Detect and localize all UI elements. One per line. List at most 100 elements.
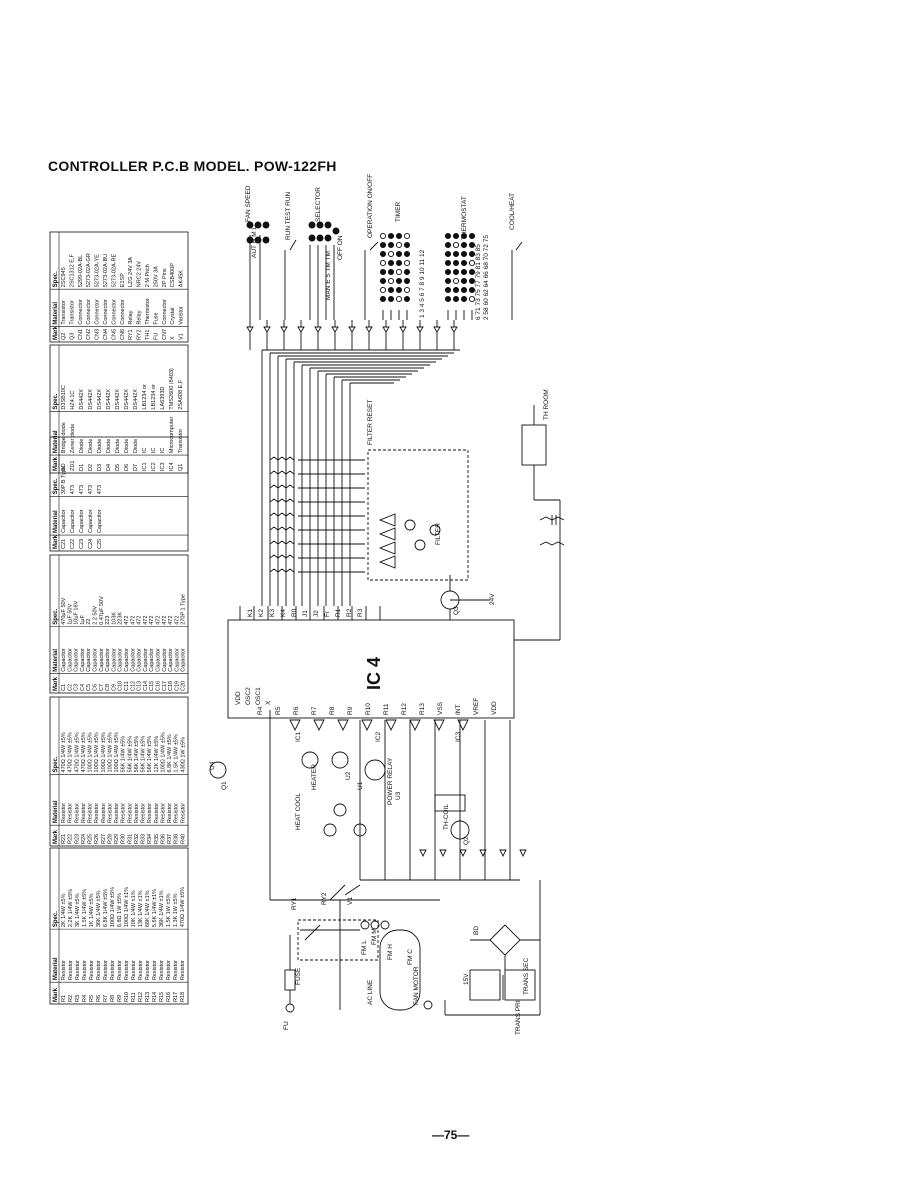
table-cell: C22 [70, 539, 76, 549]
fo-terminal [423, 1000, 433, 1010]
timer-matrix-dot [403, 241, 411, 249]
cool-heat-label: COOL/HEAT [509, 193, 516, 230]
table-cell: Resistor [68, 960, 74, 980]
heater-lamp [301, 751, 319, 769]
ic4-pin-label: R11 [383, 703, 390, 715]
table-cell: C11 [124, 681, 130, 691]
table-cell: 473 [70, 485, 76, 494]
table-cell: DS442X [79, 389, 85, 410]
table-cell: Resistor [114, 803, 120, 823]
table-cell: RY1 [128, 329, 134, 340]
table-cell: Diode [79, 439, 85, 453]
table-cell: Resistor [110, 960, 116, 980]
table-cell: Varistor [179, 306, 185, 325]
table-cell: 470Ω 1/4W ±5% [61, 732, 67, 772]
table-cell: 100Ω 1/4W ±5% [160, 732, 166, 772]
table-cell: Resistor [89, 960, 95, 980]
table-cell: 103K [111, 612, 117, 625]
table-cell: V1 [179, 333, 185, 340]
table-cell: Resistor [154, 803, 160, 823]
table-cell: Resistor [167, 803, 173, 823]
table-cell: 10μF 16V [74, 600, 80, 624]
driver-triangle [409, 719, 421, 732]
table-cell: C2 [67, 684, 73, 691]
table-cell: R35 [154, 834, 160, 844]
table-cell: CN5 [111, 329, 117, 340]
selector-label: SELECTOR [315, 187, 322, 222]
table-cell: Resistor [160, 803, 166, 823]
table-cell: IC [151, 448, 157, 454]
table-cell: ZD1 [70, 461, 76, 471]
run-test-label: RUN TEST RUN [285, 192, 292, 240]
timer-matrix-dot [403, 259, 411, 267]
table-cell: Resistor [68, 803, 74, 823]
timer-matrix-dot [395, 268, 403, 276]
table-cell: Capacitor [130, 648, 136, 672]
table-cell: 1μF [80, 615, 86, 625]
ic4-pin-label: X [265, 700, 272, 705]
buffer-gate [378, 541, 396, 555]
varistor [344, 884, 361, 896]
table-cell: 472 [143, 616, 149, 625]
timer-matrix-dot [395, 295, 403, 303]
timer-matrix-dot [387, 277, 395, 285]
table-header-cell: Mark [53, 676, 59, 691]
table-cell: 470Ω 1/4W ±5% [74, 732, 80, 772]
table-cell: C12 [130, 681, 136, 691]
timer-matrix-dot [403, 250, 411, 258]
table-cell: 5273-02A-YE [95, 254, 101, 287]
table-cell: IC4 [169, 462, 175, 471]
table-cell: Diode [106, 439, 112, 453]
th-coil-label: TH-COIL [443, 804, 450, 830]
table-cell: 2P Pins [162, 268, 168, 287]
table-cell: D7 [133, 464, 139, 471]
table-header-cell: Mark [53, 534, 59, 549]
table-cell: Capacitor [97, 509, 103, 533]
table-cell: 56K 1/4W ±5% [134, 736, 140, 773]
buffer-gate [378, 527, 396, 541]
table-cell: CN6 [120, 329, 126, 340]
fan-speed-label: FAN SPEED [245, 185, 252, 222]
heater-label: HEATER [311, 764, 318, 790]
thermostat-scale-a: 6 71 73 75 77 79 81 83 85 [475, 244, 482, 320]
v1-label: V1 [347, 897, 354, 905]
table-cell: Capacitor [86, 648, 92, 672]
table-cell: 100Ω 1/4W ±5% [110, 887, 116, 927]
table-cell: 36K 1/4W ±1% [159, 890, 165, 927]
table-cell: C10 [118, 681, 124, 691]
fan-switch-contact [246, 221, 254, 229]
table-cell: 430Ω 1W ±5% [180, 737, 186, 773]
thermostat-scale-b: 2 58 60 62 64 66 68 70 72 75 [483, 235, 490, 320]
ic4-body [227, 619, 515, 719]
thermostat-matrix-dot [452, 268, 460, 276]
table-cell: Transistor [178, 429, 184, 453]
table-cell: C9 [111, 684, 117, 691]
table-cell: Diode [88, 439, 94, 453]
ic4-pin-label: R2 [346, 608, 353, 617]
table-cell: IC1 [142, 462, 148, 471]
table-cell: Transistor [61, 300, 67, 324]
table-header-cell: Material [53, 302, 59, 325]
table-header-cell: Spec. [53, 756, 59, 772]
ic4-pin-label: VDD [235, 691, 242, 705]
relay-contact-ry1 [304, 924, 321, 941]
table-cell: C3 [74, 684, 80, 691]
table-cell: R37 [167, 834, 173, 844]
selector-positions-label: MAN E S TM TM [325, 251, 332, 300]
u-label: U2 [345, 771, 352, 780]
table-cell: 472 [124, 616, 130, 625]
table-cell: R25 [88, 834, 94, 844]
table-cell: Capacitor [156, 648, 162, 672]
diode-symbol [280, 326, 288, 333]
timer-matrix-dot [379, 295, 387, 303]
thermostat-matrix-dot [452, 250, 460, 258]
table-cell: Relay [137, 310, 143, 324]
table-cell: Q3 [69, 333, 75, 340]
table-cell: 100Ω 1/4W ±5% [88, 732, 94, 772]
resistor-ladder [269, 512, 295, 517]
table-cell: 100Ω 1/4W ±5% [94, 732, 100, 772]
diode-symbol [450, 326, 458, 333]
thermostat-matrix-dot [444, 250, 452, 258]
